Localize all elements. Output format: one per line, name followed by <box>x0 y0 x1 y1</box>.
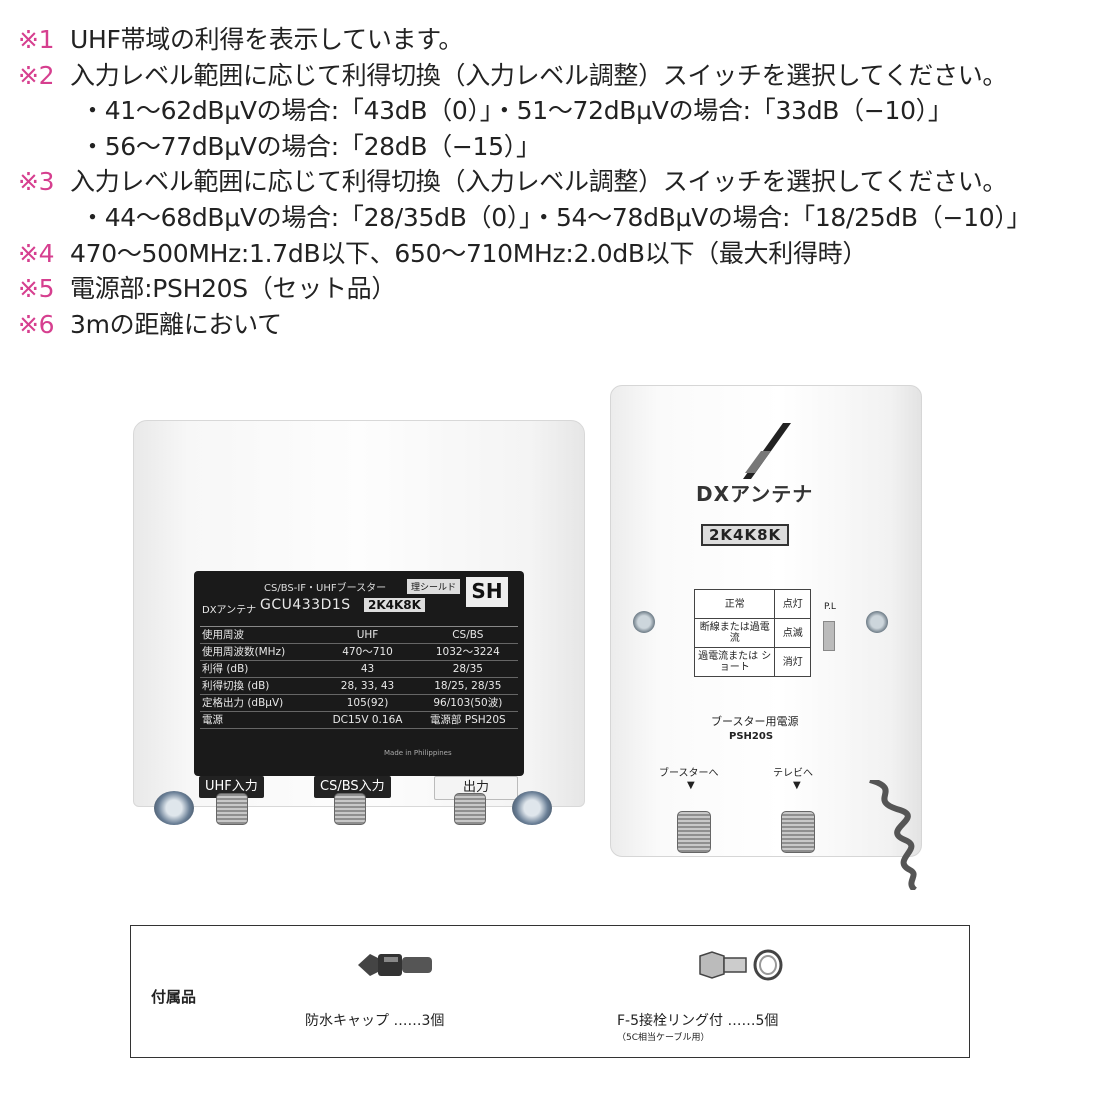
accessory-item-f5-note: （5C相当ケーブル用） <box>617 1033 710 1043</box>
note-mark: ※1 <box>18 25 55 54</box>
plate-shield-badge: 理シールド <box>407 579 461 594</box>
note-4: ※4 470～500MHz:1.7dB以下、650～710MHz:2.0dB以下（… <box>18 236 1098 272</box>
accessories-title: 付属品 <box>151 988 197 1006</box>
note-2-detail-2: ・56～77dBμVの場合:「28dB（−15）」 <box>18 129 1098 165</box>
f5-connector-ring-icon <box>699 949 783 981</box>
mount-screw-icon <box>512 791 552 825</box>
note-text: ・44～68dBμVの場合:「28/35dB（0）」・54～78dBμVの場合:… <box>80 202 1032 232</box>
note-3-detail: ・44～68dBμVの場合:「28/35dB（0）」・54～78dBμVの場合:… <box>18 200 1098 236</box>
note-mark: ※3 <box>18 167 55 197</box>
booster-nameplate: CS/BS-IF・UHFブースター 理シールド SH DXアンテナ GCU433… <box>194 571 524 776</box>
note-mark: ※2 <box>18 60 55 90</box>
led-row: 断線または過電流点滅 <box>695 619 810 648</box>
note-text: 入力レベル範囲に応じて利得切換（入力レベル調整）スイッチを選択してください。 <box>70 167 1008 197</box>
note-3: ※3 入力レベル範囲に応じて利得切換（入力レベル調整）スイッチを選択してください。 <box>18 164 1098 200</box>
waterproof-cap-icon <box>358 954 432 976</box>
note-text: ・56～77dBμVの場合:「28dB（−15）」 <box>80 131 541 161</box>
note-mark: ※4 <box>18 238 55 268</box>
led-status-table: 正常点灯 断線または過電流点滅 過電流または ショート消灯 <box>694 589 811 677</box>
plate-k-badge: 2K4K8K <box>364 598 425 612</box>
note-text: 3mの距離において <box>70 309 282 339</box>
plate-model: GCU433D1S <box>260 597 351 613</box>
plate-brand: DXアンテナ <box>202 605 257 616</box>
power-cable-icon <box>869 780 918 890</box>
note-text: 入力レベル範囲に応じて利得切換（入力レベル調整）スイッチを選択してください。 <box>70 60 1008 90</box>
bolt-icon <box>866 611 888 633</box>
port-label-csbs: CS/BS入力 <box>314 776 391 798</box>
accessories-box: 付属品 防水キャップ ……3個 F-5接栓リング付 ……5個 （5C相当ケーブル… <box>130 925 970 1058</box>
f-connector-icon <box>334 793 366 825</box>
product-photo: CS/BS-IF・UHFブースター 理シールド SH DXアンテナ GCU433… <box>125 385 955 905</box>
note-text: ・41～62dBμVの場合:「43dB（0）」・51～72dBμVの場合:「33… <box>80 96 953 126</box>
note-text: 電源部:PSH20S（セット品） <box>70 274 397 304</box>
bolt-icon <box>633 611 655 633</box>
plate-footer: Made in Philippines <box>384 749 452 757</box>
note-text: 470～500MHz:1.7dB以下、650～710MHz:2.0dB以下（最大… <box>70 238 868 268</box>
arrow-down-icon: ▼ <box>793 780 801 791</box>
arrow-down-icon: ▼ <box>687 780 695 791</box>
f-connector-icon <box>454 793 486 825</box>
led-row: 正常点灯 <box>695 590 810 619</box>
psu-name: ブースター用電源 <box>711 715 799 728</box>
plate-spec-row: 定格出力 (dBμV)105(92)96/103(50波) <box>200 695 518 712</box>
pilot-lamp-icon <box>823 621 835 651</box>
psu-brand: DXアンテナ <box>696 482 814 506</box>
notes-list: ※1 UHF帯域の利得を表示しています。 ※2 入力レベル範囲に応じて利得切換（入力… <box>18 22 1098 342</box>
led-row: 過電流または ショート消灯 <box>695 648 810 676</box>
plate-sh-badge: SH <box>466 577 508 607</box>
note-1: ※1 UHF帯域の利得を表示しています。 <box>18 22 1098 58</box>
booster-unit: CS/BS-IF・UHFブースター 理シールド SH DXアンテナ GCU433… <box>133 420 585 825</box>
note-mark: ※6 <box>18 309 55 339</box>
plate-title: CS/BS-IF・UHFブースター <box>264 583 387 594</box>
f-connector-icon <box>216 793 248 825</box>
out-tv-label: テレビへ <box>773 768 813 779</box>
psu-model: PSH20S <box>729 731 774 742</box>
note-2-detail-1: ・41～62dBμVの場合:「43dB（0）」・51～72dBμVの場合:「33… <box>18 93 1098 129</box>
f-connector-icon <box>781 811 815 853</box>
port-label-uhf: UHF入力 <box>199 776 264 798</box>
out-booster-label: ブースターへ <box>659 768 719 779</box>
note-5: ※5 電源部:PSH20S（セット品） <box>18 271 1098 307</box>
note-2: ※2 入力レベル範囲に応じて利得切換（入力レベル調整）スイッチを選択してください。 <box>18 58 1098 94</box>
accessory-item-f5: F-5接栓リング付 ……5個 <box>617 1013 779 1029</box>
psu-k-badge: 2K4K8K <box>701 524 790 546</box>
note-mark: ※5 <box>18 274 55 304</box>
mount-screw-icon <box>154 791 194 825</box>
note-6: ※6 3mの距離において <box>18 307 1098 343</box>
power-supply-unit: DXアンテナ 2K4K8K 正常点灯 断線または過電流点滅 過電流または ショー… <box>610 385 922 857</box>
f-connector-icon <box>677 811 711 853</box>
dx-logo-icon <box>743 423 791 479</box>
note-text: UHF帯域の利得を表示しています。 <box>70 25 464 54</box>
pl-label: P.L <box>824 602 836 612</box>
accessory-item-cap: 防水キャップ ……3個 <box>305 1013 445 1029</box>
